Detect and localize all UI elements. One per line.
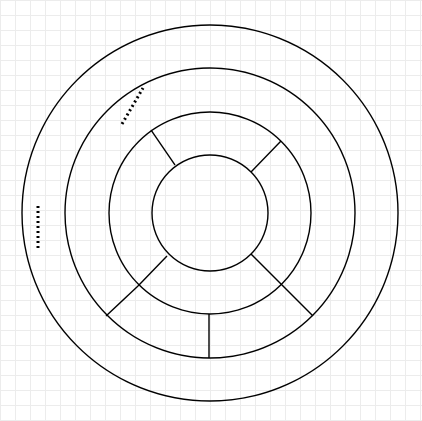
wall-upper-left	[150, 129, 176, 166]
third-ring	[108, 111, 312, 315]
entry-marker	[120, 87, 145, 125]
outer-ring	[21, 24, 399, 402]
wall-lower-right	[250, 253, 283, 286]
inner-ring	[151, 154, 269, 272]
wall-upper-right	[250, 140, 282, 173]
second-ring	[64, 67, 356, 359]
wall-lower-left	[137, 255, 168, 287]
wall-outer-lower-right	[281, 284, 314, 317]
wall-outer-lower-left	[105, 285, 139, 317]
